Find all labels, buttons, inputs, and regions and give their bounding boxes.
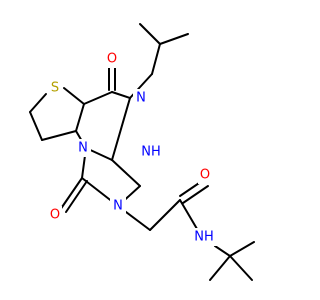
- bond: [229, 255, 253, 281]
- bond: [29, 111, 43, 141]
- atom-symbol: N: [78, 141, 88, 156]
- bond: [83, 91, 113, 105]
- amide-oxygen: O: [198, 166, 212, 184]
- ring-nitrogen-acetamide: N: [110, 197, 126, 215]
- molecule-structure-diagram: S O N N NH N O O: [29, 23, 255, 281]
- bond: [151, 43, 161, 75]
- bond: [159, 33, 189, 45]
- atom-symbol: S: [51, 81, 59, 96]
- bond-lines: [29, 23, 255, 281]
- sulfur-atom: S: [48, 79, 62, 97]
- bond: [59, 177, 83, 211]
- atom-symbol: NH: [141, 145, 161, 160]
- atom-symbol: N: [136, 91, 146, 106]
- ring-nh: NH: [138, 143, 164, 161]
- atom-symbol: O: [50, 208, 60, 223]
- bond: [209, 255, 231, 281]
- bond: [63, 87, 85, 105]
- bond: [149, 199, 181, 231]
- ring-nitrogen-isobutyl: N: [133, 89, 149, 107]
- atom-symbol: N: [113, 199, 123, 214]
- bond: [111, 97, 131, 161]
- carbonyl-oxygen-top: O: [105, 50, 119, 68]
- amide-nh: NH: [190, 228, 218, 246]
- bond: [75, 103, 85, 132]
- bond: [139, 23, 161, 45]
- atom-symbol: O: [107, 52, 117, 67]
- bond: [182, 185, 209, 204]
- bond: [229, 241, 255, 257]
- bond: [214, 245, 231, 257]
- bond: [111, 159, 141, 187]
- atom-symbol: O: [200, 168, 210, 183]
- atom-labels: S O N N NH N O O: [48, 50, 218, 246]
- bond: [65, 180, 88, 213]
- ring-nitrogen-fused: N: [75, 139, 91, 157]
- atom-symbol: NH: [194, 230, 214, 245]
- carbonyl-oxygen-bottom: O: [48, 206, 62, 224]
- bond: [111, 91, 131, 99]
- bond: [29, 93, 47, 113]
- bond: [41, 130, 77, 141]
